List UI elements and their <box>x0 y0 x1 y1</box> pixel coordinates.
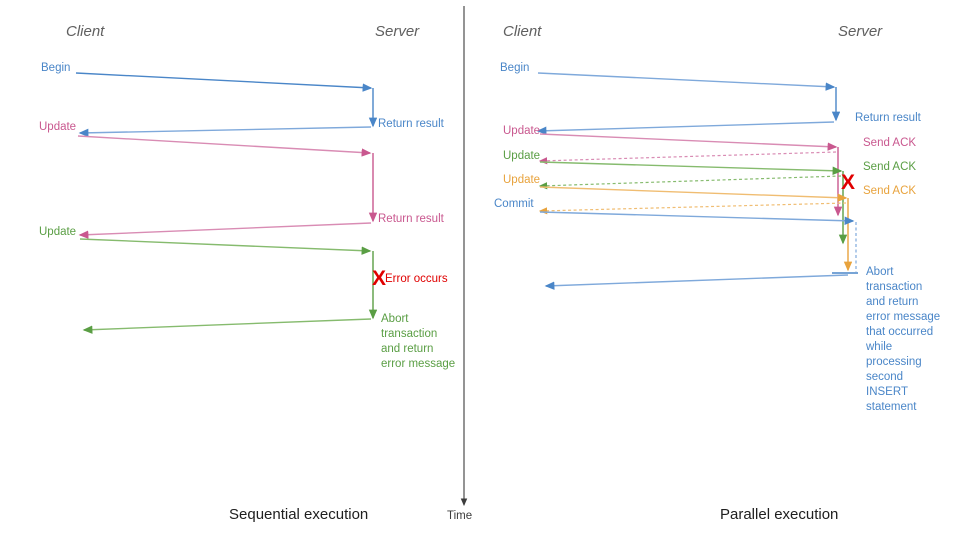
panel-caption-parallel: Parallel execution <box>720 506 839 523</box>
abort-note-line: INSERT <box>866 386 908 398</box>
abort-note-line: Abort <box>866 266 894 278</box>
arrow-commit-request <box>539 211 855 225</box>
message-label-update-2: Update <box>39 226 77 238</box>
arrow-update-1-request <box>539 133 838 151</box>
panel-sequential <box>75 72 378 334</box>
abort-note-line: transaction <box>381 328 438 340</box>
abort-note-line: error message <box>866 311 941 323</box>
arrow-return-result-2 <box>78 222 372 239</box>
abort-note-line: Abort <box>381 313 409 325</box>
abort-note-line: processing <box>866 356 922 368</box>
arrow-abort-return <box>82 318 372 334</box>
arrow-send-ack-1 <box>538 151 837 165</box>
message-label-update-3: Update <box>503 174 541 186</box>
message-label-begin: Begin <box>41 62 71 74</box>
arrow-update-3-request <box>539 186 848 202</box>
panel-caption-sequential: Sequential execution <box>229 506 369 523</box>
abort-note-line: transaction <box>866 281 923 293</box>
panel-parallel <box>536 72 858 290</box>
message-label-update-1: Update <box>39 121 77 133</box>
abort-note-line: second <box>866 371 904 383</box>
message-label-return-result-1: Return result <box>378 118 444 130</box>
message-label-commit: Commit <box>494 198 534 210</box>
abort-note-line: that occurred <box>866 326 934 338</box>
arrow-update-1-request <box>77 135 372 157</box>
abort-note-line: error message <box>381 358 456 370</box>
message-label-send-ack-1: Send ACK <box>863 137 917 149</box>
arrow-update-2-request <box>79 238 372 255</box>
message-label-update-1: Update <box>503 125 541 137</box>
error-x-icon: X <box>372 267 387 290</box>
arrow-return-result-1 <box>78 126 372 138</box>
abort-note: Abort transaction and return error message t… <box>866 265 940 415</box>
arrow-abort-return <box>544 274 849 290</box>
lane-header-server: Server <box>838 23 883 40</box>
abort-note-line: statement <box>866 401 917 413</box>
arrow-begin-request <box>537 72 836 91</box>
arrow-return-result <box>536 121 835 135</box>
lane-header-server: Server <box>375 23 420 40</box>
message-label-return-result-2: Return result <box>378 213 444 225</box>
abort-note-line: while <box>866 341 893 353</box>
arrow-send-ack-2 <box>538 175 842 190</box>
time-axis-label: Time <box>447 510 473 522</box>
abort-note: Abort transaction and return error message <box>381 312 455 372</box>
abort-note-line: and return <box>381 343 434 355</box>
error-label: Error occurs <box>385 273 448 285</box>
message-label-update-2: Update <box>503 150 541 162</box>
lane-header-client: Client <box>66 23 105 40</box>
arrow-update-2-request <box>539 161 843 175</box>
message-label-return-result: Return result <box>855 112 921 124</box>
message-label-send-ack-3: Send ACK <box>863 185 917 197</box>
lane-header-client: Client <box>503 23 542 40</box>
error-x-icon: X <box>841 171 856 194</box>
arrow-begin-request <box>75 72 373 92</box>
abort-note-line: and return <box>866 296 919 308</box>
arrow-send-ack-3 <box>538 202 847 215</box>
message-label-send-ack-2: Send ACK <box>863 161 917 173</box>
message-label-begin: Begin <box>500 62 530 74</box>
